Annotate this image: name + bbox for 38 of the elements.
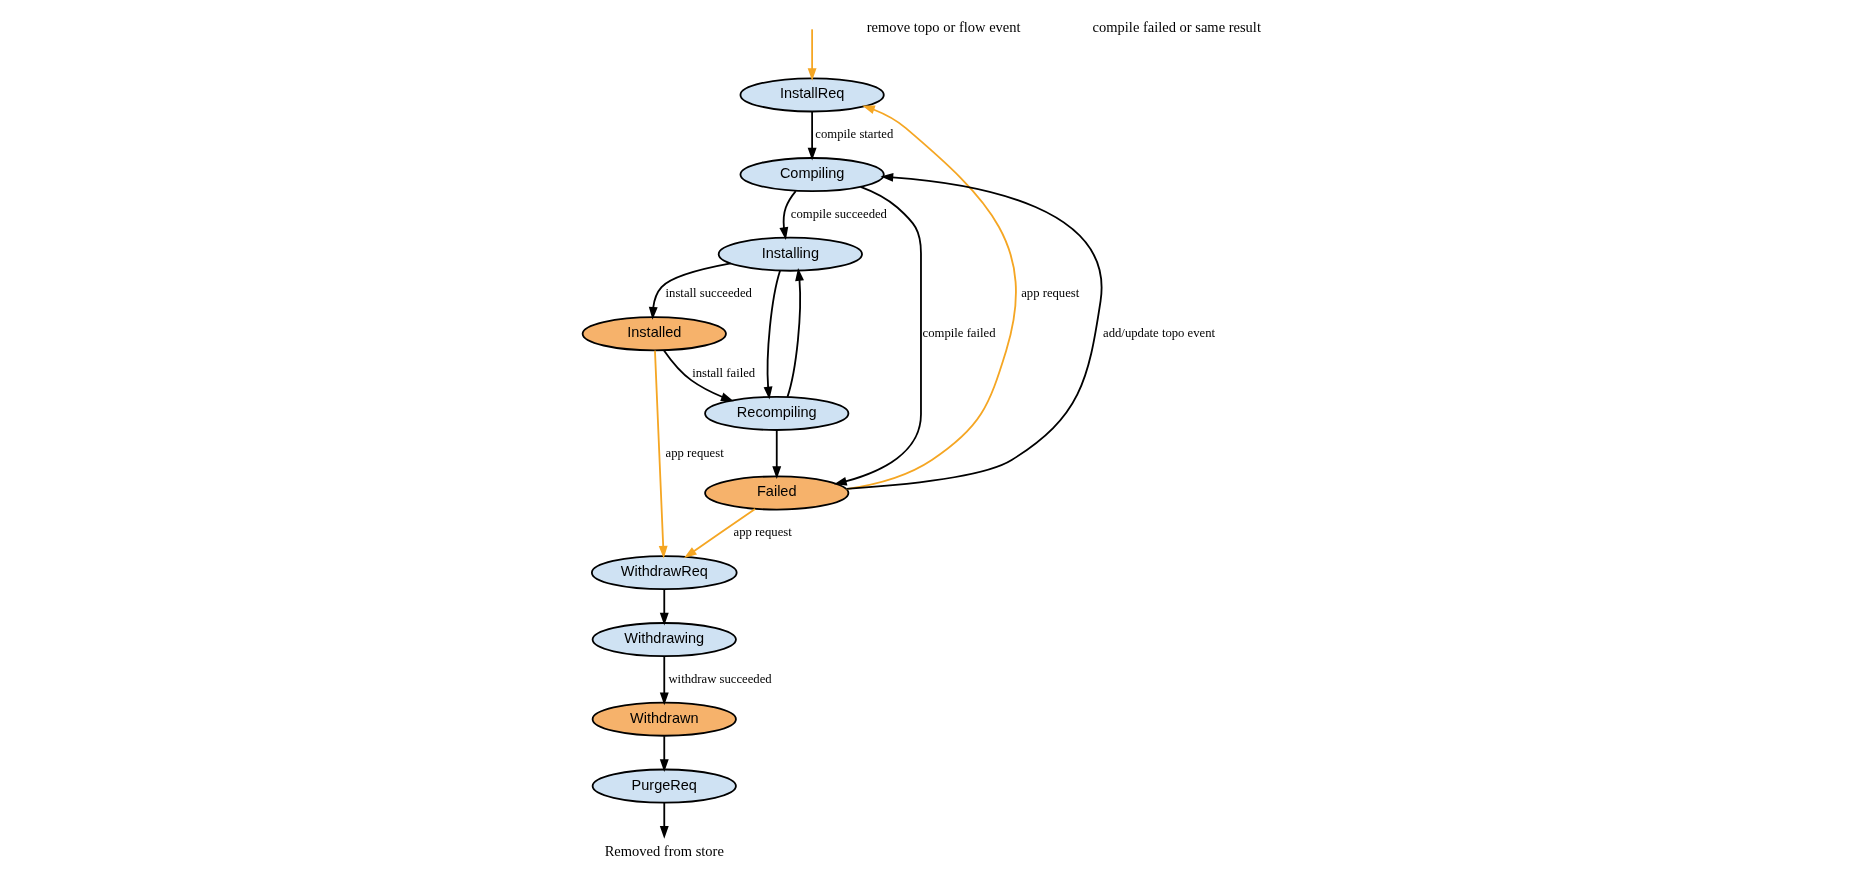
arrow xyxy=(659,655,669,706)
label: remove topo or flow event xyxy=(866,18,1021,35)
node-ellipse: Withdrawing xyxy=(591,622,737,658)
edge-label: install failed xyxy=(691,365,755,380)
label: compile failed or same result xyxy=(1092,18,1261,35)
edge-label: add/update topo event xyxy=(1102,326,1215,341)
node-ellipse: WithdrawReq xyxy=(590,555,738,591)
arrow xyxy=(659,802,669,839)
arrow xyxy=(653,349,668,559)
arrow xyxy=(807,28,817,81)
edge-label: app request xyxy=(1020,286,1079,301)
arrow xyxy=(845,172,1102,490)
arrow xyxy=(833,185,922,486)
node-ellipse: Withdrawn xyxy=(591,701,737,737)
node-ellipse: Recompiling xyxy=(703,395,849,431)
edge-label: compile failed xyxy=(922,326,996,341)
node-ellipse: Installing xyxy=(717,236,863,272)
edge-label: install succeeded xyxy=(665,286,752,301)
arrow xyxy=(659,588,669,626)
arrow xyxy=(807,111,817,161)
edge-label: app request xyxy=(733,525,792,540)
arrow xyxy=(786,268,804,398)
arrow xyxy=(662,349,734,402)
edge-label: app request xyxy=(665,445,724,460)
arrow xyxy=(763,269,781,400)
arrow xyxy=(845,105,1016,490)
node-ellipse: Compiling xyxy=(739,157,885,193)
node-ellipse: Installed xyxy=(581,316,727,352)
node-text: Removed from store xyxy=(604,843,724,860)
edge-label: compile succeeded xyxy=(790,206,887,221)
edge-label: compile started xyxy=(814,127,893,142)
node-ellipse: PurgeReq xyxy=(591,768,737,804)
arrow xyxy=(683,508,756,559)
arrow xyxy=(648,262,732,320)
edge-label: withdraw succeeded xyxy=(667,671,772,686)
arrow xyxy=(659,735,669,772)
arrow xyxy=(771,429,781,479)
arrow xyxy=(778,190,797,240)
